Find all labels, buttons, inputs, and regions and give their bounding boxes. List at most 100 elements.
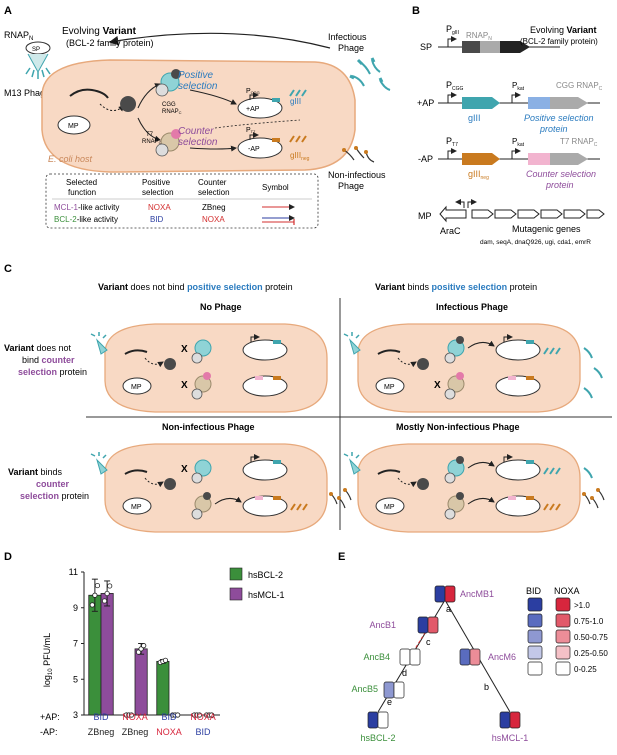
row-header-no-counter: Variant does not xyxy=(4,343,72,353)
mp-plasmid xyxy=(375,377,405,395)
table-row: BCL-2-like activity xyxy=(54,215,118,224)
giii-gene xyxy=(462,97,500,109)
ecoli-host-label: E. coli host xyxy=(48,154,93,164)
legend-swatch-hsbcl2 xyxy=(229,567,243,581)
svg-text:PT7: PT7 xyxy=(246,127,256,134)
noninfectious-phage-label: Non-infectious xyxy=(328,170,386,180)
mutagenic-genes xyxy=(471,209,605,219)
bar-hsBCL-2 xyxy=(156,660,170,716)
branch-label: c xyxy=(426,637,431,647)
svg-text:SP: SP xyxy=(420,42,432,52)
x-tick-label-minus: NOXA xyxy=(156,727,182,737)
minus-ap-plasmid xyxy=(495,495,541,517)
counter-selection-complex xyxy=(444,372,465,400)
mp-label: MP xyxy=(384,504,395,511)
svg-text:T7 RNAPC: T7 RNAPC xyxy=(560,137,598,148)
col-header-positive: Variant binds positive selection protein xyxy=(375,282,537,292)
variant-protein-icon xyxy=(417,358,429,370)
svg-text:Phage: Phage xyxy=(338,43,364,53)
y-tick-label: 9 xyxy=(73,603,78,613)
x-tick-label-minus: ZBneg xyxy=(88,727,115,737)
svg-text:Pkat: Pkat xyxy=(512,81,525,92)
svg-text:PCGG: PCGG xyxy=(246,88,260,95)
y-tick-label: 11 xyxy=(69,567,78,577)
scale-swatch-bid xyxy=(527,629,543,644)
svg-text:PT7: PT7 xyxy=(446,136,458,148)
svg-text:Evolving Variant: Evolving Variant xyxy=(530,25,597,35)
scale-swatch-bid xyxy=(527,597,543,612)
phage-sp-icon: SP xyxy=(25,41,51,79)
scale-swatch-bid xyxy=(527,645,543,660)
panel-d-label: D xyxy=(4,551,12,563)
svg-text:Phage: Phage xyxy=(338,181,364,191)
minus-ap-plasmid xyxy=(237,137,283,159)
color-scale: >1.00.75-1.00.50-0.750.25-0.500-0.25 xyxy=(527,597,608,676)
released-phage-icon xyxy=(583,347,603,399)
bar-hsBCL-2 xyxy=(88,594,102,716)
legend-label-hsmcl1: hsMCL-1 xyxy=(248,590,285,600)
svg-text:ZBneg: ZBneg xyxy=(202,203,226,212)
rnapn-label: RNAPN xyxy=(4,30,33,42)
cell-title-noninfectious: Non-infectious Phage xyxy=(162,422,255,432)
cell-title-no-phage: No Phage xyxy=(200,302,242,312)
svg-text:bind counter: bind counter xyxy=(22,355,75,365)
scale-label: 0.75-1.0 xyxy=(574,617,604,626)
positive-selection-complex xyxy=(191,339,212,364)
branch-label: a xyxy=(446,604,451,614)
positive-selection-label: Positive xyxy=(178,70,213,81)
variant-protein-icon xyxy=(164,358,176,370)
positive-selection-protein-gene xyxy=(528,97,550,109)
tree-node-label: AncB4 xyxy=(363,652,390,662)
mp-plasmid xyxy=(122,377,152,395)
mp-label: MP xyxy=(131,504,142,511)
tree-node: AncM6 xyxy=(459,648,516,666)
svg-text:Counter: Counter xyxy=(198,178,227,187)
minus-ap-axis-label: -AP: xyxy=(40,727,58,737)
variant-protein-icon xyxy=(164,478,176,490)
svg-text:selection: selection xyxy=(178,137,218,148)
tree-node-label: hsMCL-1 xyxy=(492,733,529,743)
svg-text:selection protein: selection protein xyxy=(18,367,87,377)
x-tick-label-plus: NOXA xyxy=(190,712,216,722)
svg-text:RNAPN: RNAPN xyxy=(466,31,492,42)
svg-text:Pkat: Pkat xyxy=(512,137,525,148)
phage-icon xyxy=(343,452,361,475)
counter-selection-complex xyxy=(191,492,212,520)
replicate-point xyxy=(175,712,181,718)
replicate-point xyxy=(209,712,215,718)
tree-node: AncB5 xyxy=(351,681,405,699)
mp-plasmid xyxy=(375,497,405,515)
tree-node-label: AncB5 xyxy=(351,684,378,694)
scale-swatch-noxa xyxy=(555,645,571,660)
svg-text:NOXA: NOXA xyxy=(148,203,171,212)
x-tick-label-plus: BID xyxy=(93,712,109,722)
table-row: MCL-1-like activity xyxy=(54,203,119,212)
cell-4: MP xyxy=(343,443,605,533)
panel-a: A RNAPN SP Evolving Variant (BCL-2 famil… xyxy=(4,5,391,229)
svg-text:Positive: Positive xyxy=(142,178,171,187)
counter-selection-complex xyxy=(155,129,181,157)
svg-text:counter: counter xyxy=(36,479,70,489)
svg-text:RNAPC: RNAPC xyxy=(162,109,182,115)
svg-text:RNAPC: RNAPC xyxy=(142,139,162,145)
x-tick-label-plus: NOXA xyxy=(122,712,148,722)
mp-plasmid xyxy=(57,115,91,135)
minus-ap-plasmid xyxy=(242,375,288,397)
scale-label: >1.0 xyxy=(574,601,590,610)
plus-ap-plasmid xyxy=(242,454,288,481)
giii-label: gIII xyxy=(290,97,301,106)
giii-neg-label: gIIIneg xyxy=(290,151,310,162)
col-header-no-positive: Variant does not bind positive selection… xyxy=(98,282,293,292)
counter-selection-protein-gene xyxy=(528,153,550,165)
panel-b: B SP PgIII RNAPN Evolving Variant (BCL-2… xyxy=(412,5,605,246)
svg-text:gIIIneg: gIIIneg xyxy=(468,169,489,181)
svg-text:Symbol: Symbol xyxy=(262,183,289,192)
minus-ap-plasmid xyxy=(495,375,541,397)
svg-text:PCGG: PCGG xyxy=(446,80,464,92)
t7-rnap-label: T7 xyxy=(146,132,154,138)
svg-text:MP: MP xyxy=(68,123,79,130)
replicate-point xyxy=(89,602,95,608)
